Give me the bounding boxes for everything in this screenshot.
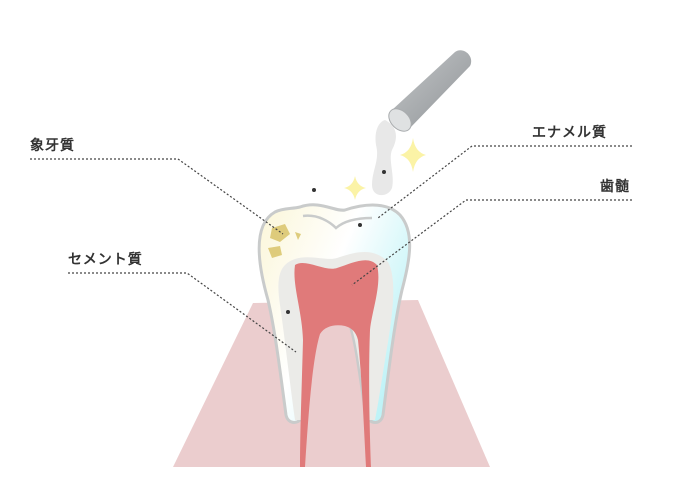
sparkle-icon (400, 138, 426, 172)
sparkle-icon (344, 176, 366, 200)
whitening-tool (372, 50, 472, 196)
gum (173, 300, 490, 467)
label-dentin: 象牙質 (30, 138, 75, 154)
stain (268, 224, 301, 258)
leader-enamel (377, 145, 632, 219)
leader-dentin (30, 158, 284, 235)
leader-cementum (68, 272, 297, 353)
leader-lines (30, 145, 632, 353)
label-enamel: エナメル質 (532, 125, 607, 141)
leader-pulp (351, 199, 632, 286)
whitening-gel-drop (372, 120, 396, 196)
label-pulp: 歯髄 (600, 179, 630, 195)
pulp (294, 260, 379, 467)
label-cementum: セメント質 (68, 252, 143, 268)
occlusal-groove (302, 214, 373, 230)
marker-dots (286, 170, 386, 314)
